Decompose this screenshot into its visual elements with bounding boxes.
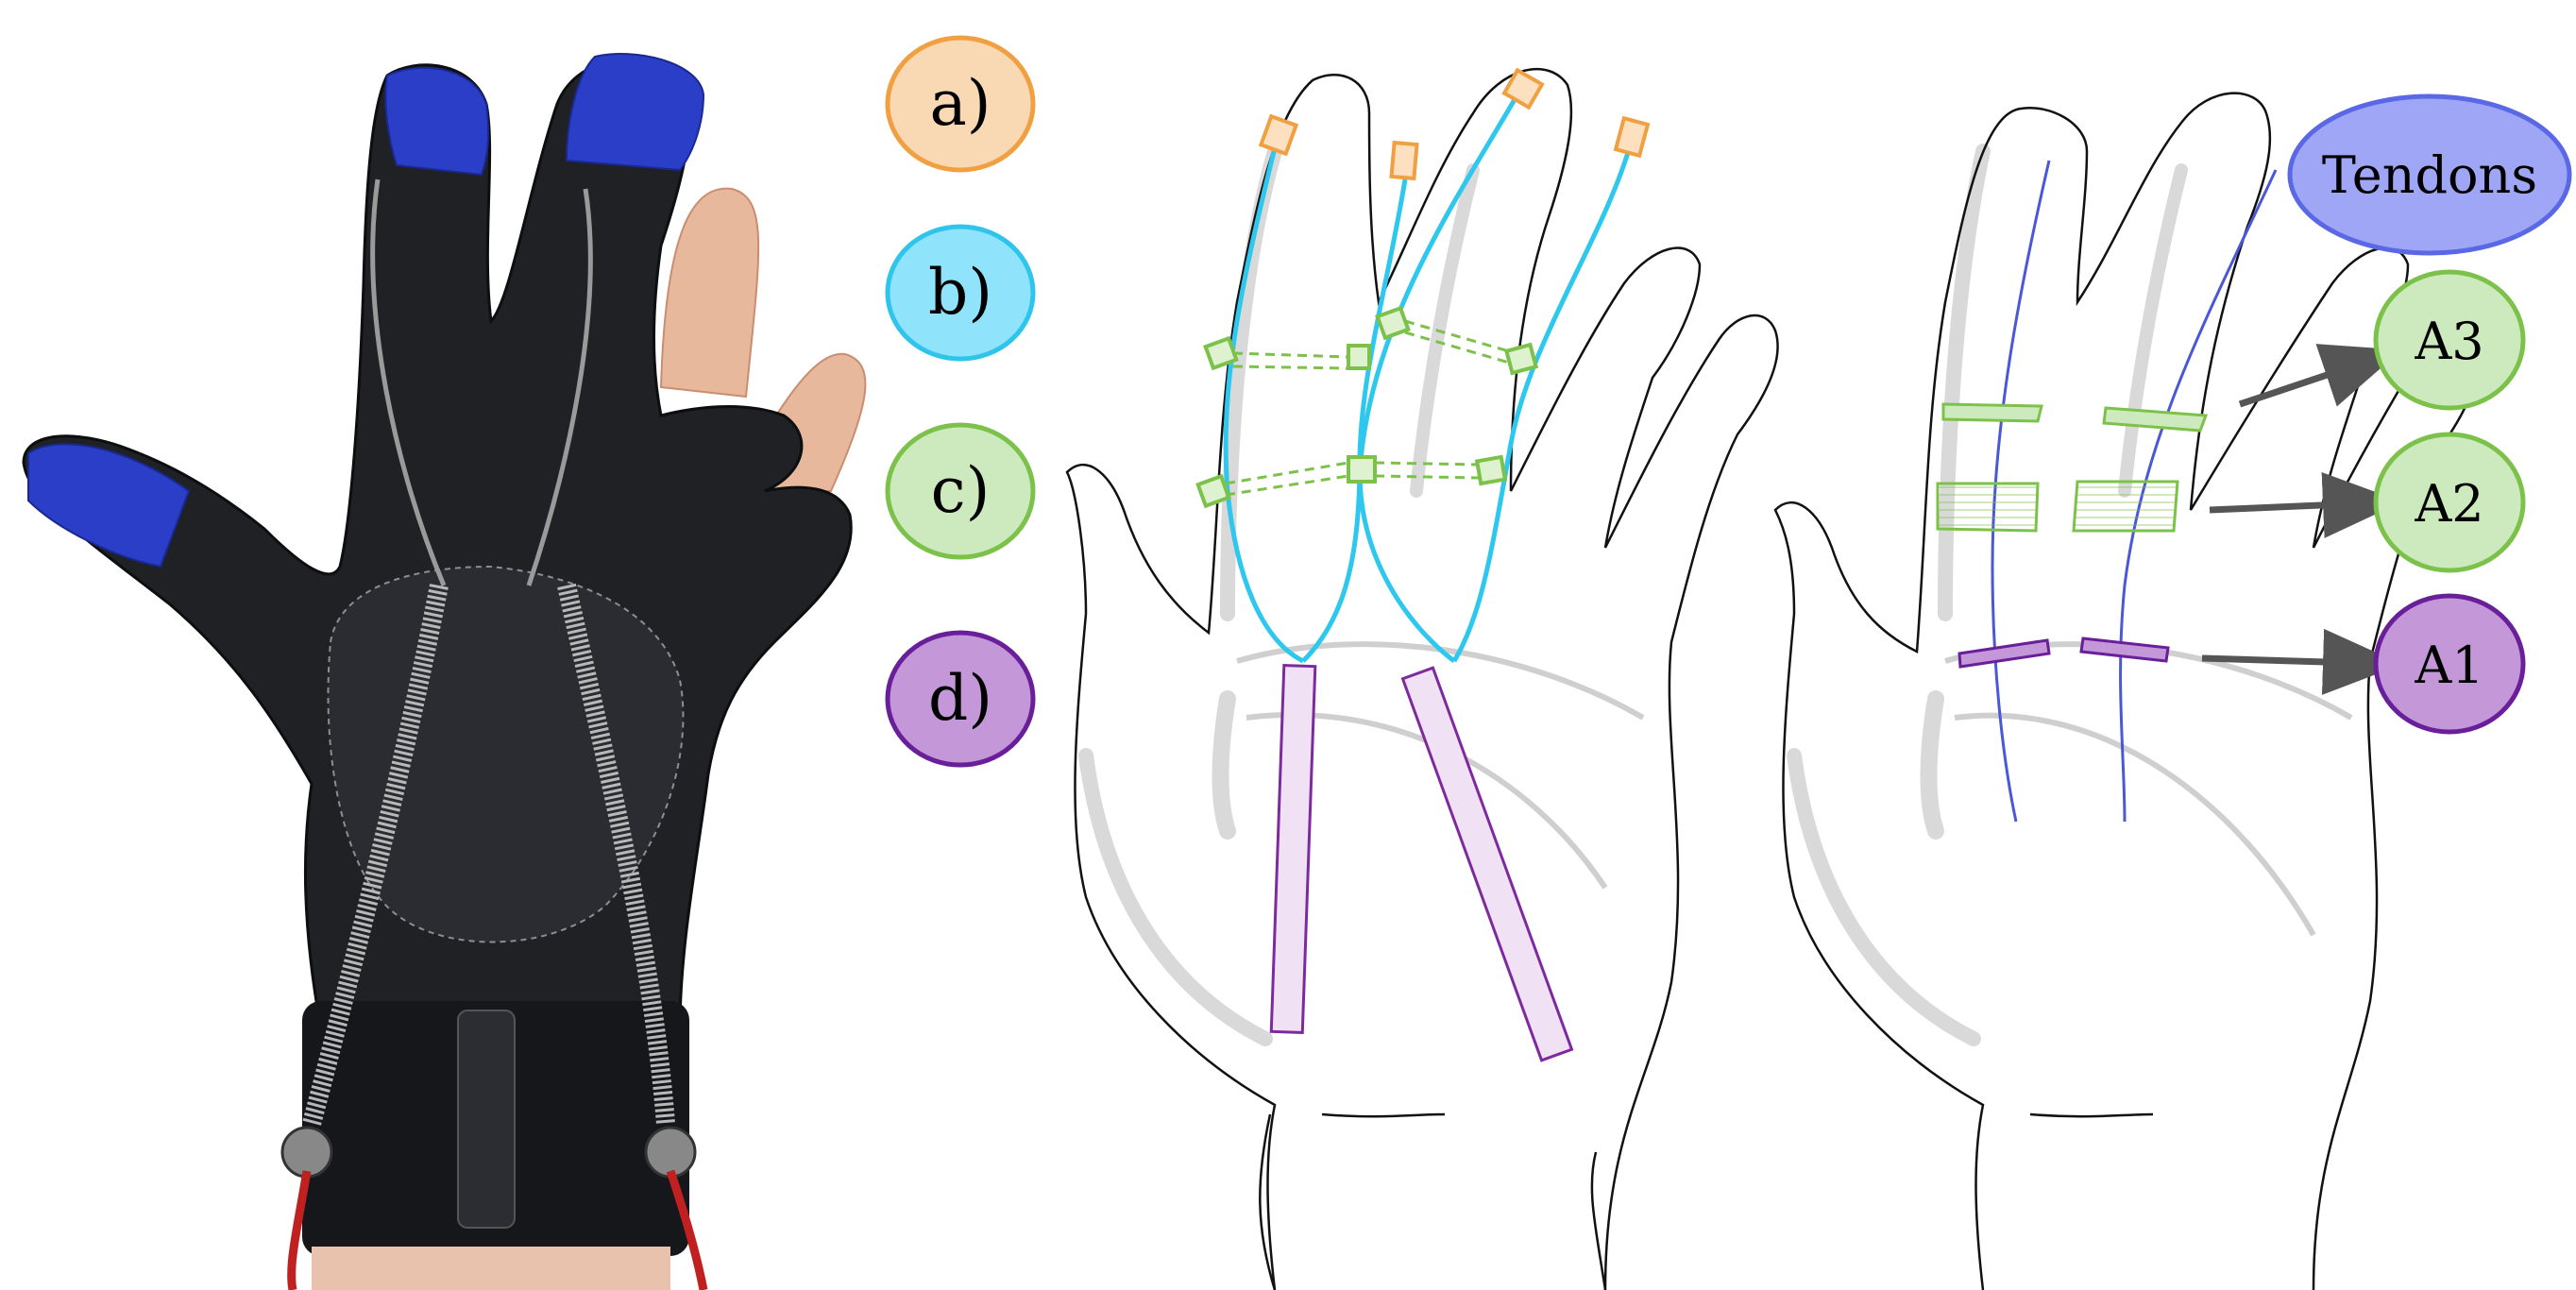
guide-middle-distal-left (1378, 308, 1409, 337)
ring-finger-skin (661, 189, 758, 397)
pulley-a3-index (1943, 404, 2042, 421)
legend: a) b) c) d) (888, 38, 1033, 765)
fingertip-caps (1261, 70, 1648, 178)
cap-index-right (1391, 143, 1416, 178)
arrow-icon (2210, 502, 2389, 510)
guide-index-distal-right (1348, 346, 1369, 368)
a2-label: A2 (2414, 474, 2483, 534)
legend-label-a: a) (929, 67, 991, 140)
glove-photo (24, 54, 865, 1290)
guide-middle-distal-right (1506, 345, 1535, 373)
middle-fingertip-tape (567, 54, 703, 170)
legend-label-b: b) (928, 256, 992, 329)
pulley-a3-middle (2104, 408, 2206, 431)
a1-label: A1 (2414, 636, 2483, 695)
middle-cable-right (1454, 140, 1632, 661)
legend-label-c: c) (931, 454, 991, 527)
arrow-icon (2202, 658, 2389, 664)
arrow-icon (2240, 354, 2389, 404)
pulley-a1-middle (2081, 638, 2168, 661)
strap-middle (1402, 668, 1571, 1061)
pulleys (1938, 404, 2206, 667)
left-anchor (282, 1128, 331, 1177)
pointer-arrows (2202, 354, 2389, 664)
cuff-tab (458, 1010, 515, 1228)
pulley-a2-middle (2074, 482, 2178, 531)
annotation-bubbles: Tendons A3 A2 A1 (2290, 96, 2569, 732)
guide-middle-proximal-right (1477, 457, 1505, 484)
tendons-label: Tendons (2322, 145, 2537, 205)
pulley-a2-index (1938, 484, 2038, 531)
right-hand-outline (1775, 93, 2477, 1290)
pulley-a1-index (1959, 640, 2049, 667)
middle-cable-left (1360, 90, 1520, 661)
a3-label: A3 (2414, 312, 2483, 371)
strap-index (1271, 666, 1315, 1033)
right-anchor (646, 1128, 695, 1177)
hand-outline-right (1775, 93, 2477, 1290)
cap-index-left (1261, 116, 1296, 154)
guide-index-proximal-right (1348, 457, 1375, 482)
wrist-skin (312, 1247, 670, 1290)
legend-label-d: d) (928, 662, 992, 735)
index-fingertip-tape (385, 68, 488, 175)
palm-straps (1271, 666, 1571, 1061)
cap-middle-right (1616, 118, 1648, 156)
thumb-fingertip-tape (28, 444, 189, 567)
